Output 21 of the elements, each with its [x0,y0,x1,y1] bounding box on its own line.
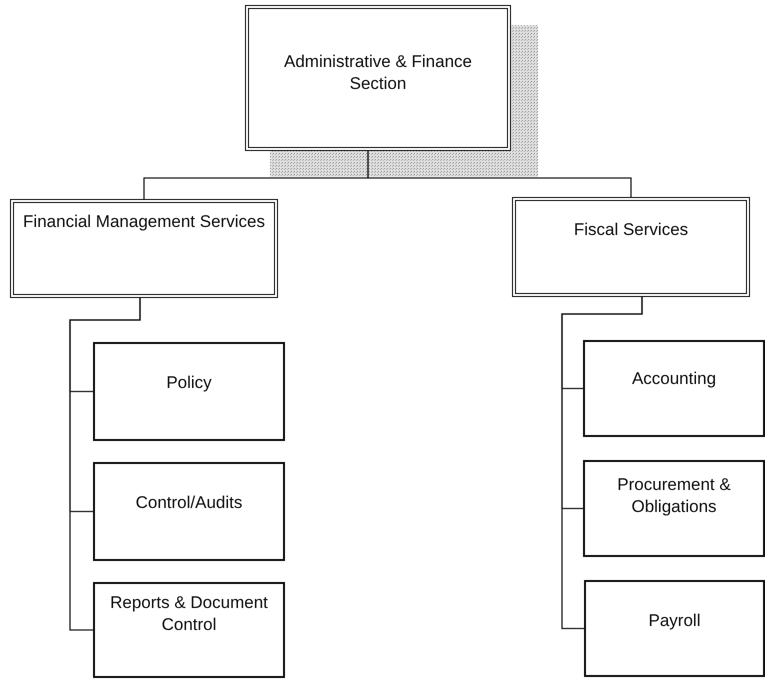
org-unit-box [583,460,765,557]
unit-name: Financial Management Services [22,211,266,233]
unit-name: Administrative & Finance Section [282,51,474,96]
connector-line [367,151,632,197]
unit-name: Reports & Document Control [109,592,269,636]
org-unit-box [10,199,278,298]
unit-name: Procurement & Obligations [616,474,732,518]
unit-name: Fiscal Services [572,219,690,241]
org-unit-box [512,197,750,297]
unit-name: Control/Audits [134,492,244,514]
org-unit-box [93,342,285,441]
connector-line [561,297,643,630]
org-unit-box [584,580,765,677]
unit-name: Accounting [630,368,718,390]
connector-line [69,298,141,631]
org-unit-box [583,340,765,437]
org-unit-box [93,462,285,561]
org-unit-box [245,5,511,151]
unit-name: Payroll [648,610,702,632]
org-unit-box [93,582,285,678]
unit-name: Policy [165,372,213,394]
